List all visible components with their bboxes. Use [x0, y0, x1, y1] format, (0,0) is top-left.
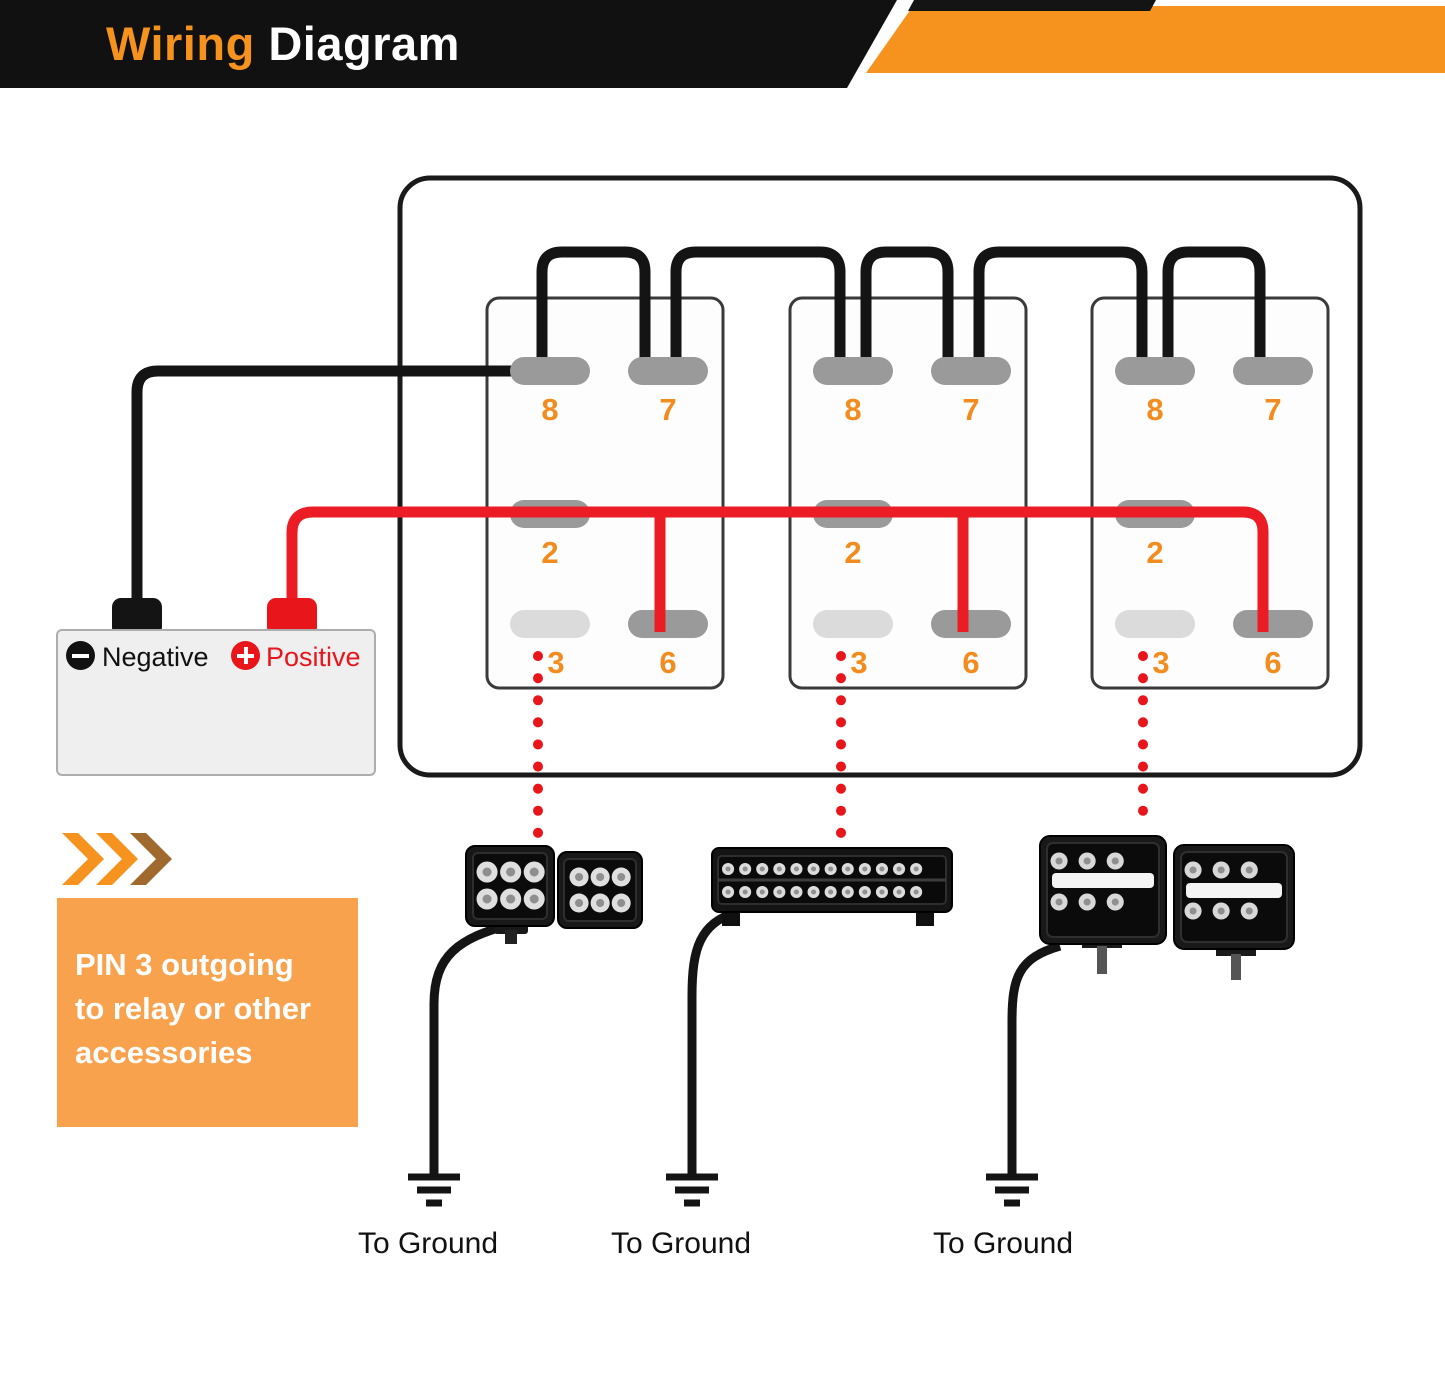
pin3-dotted-lines [533, 651, 1148, 847]
pin-label-s1-8: 8 [541, 392, 559, 427]
battery [56, 598, 376, 776]
header-orange-stripe [866, 6, 1445, 73]
ground-label-1: To Ground [357, 1227, 499, 1260]
ground-icon-3 [986, 1173, 1038, 1207]
ground-wire-1 [429, 919, 514, 1174]
battery-positive-label: Positive [266, 642, 361, 672]
ground-icon-1 [408, 1173, 460, 1207]
chevron-1 [62, 833, 104, 885]
pin-s1-6 [628, 610, 708, 638]
pin-s3-3 [1115, 610, 1195, 638]
pin-s2-6 [931, 610, 1011, 638]
battery-negative-terminal [112, 598, 162, 636]
note-line-3: accessories [75, 1035, 253, 1070]
wire-loop-s2-to-s3 [973, 246, 1148, 370]
pin-label-s2-8: 8 [844, 392, 862, 427]
battery-positive-terminal [267, 598, 317, 636]
wire-loop-s1-8-7 [536, 246, 651, 370]
wire-loop-s1-to-s2 [670, 246, 846, 370]
ground-label-3: To Ground [932, 1227, 1074, 1260]
pin-label-s3-7: 7 [1264, 392, 1282, 427]
note-line-1: PIN 3 outgoing [75, 947, 294, 982]
ground-wire-2 [687, 907, 738, 1174]
pin-s1-8 [510, 357, 590, 385]
chevrons-icon [62, 833, 172, 885]
ground-label-2: To Ground [610, 1227, 752, 1260]
header-top-strip [908, 0, 1156, 11]
pin-label-s2-6: 6 [962, 645, 980, 680]
pin-s1-7 [628, 357, 708, 385]
page-title-accent: Wiring [106, 17, 255, 70]
switch-boxes [485, 296, 1330, 690]
battery-box [56, 629, 376, 776]
chevron-2 [96, 833, 138, 885]
wire-negative-to-pin8 [131, 365, 565, 616]
plus-icon [231, 641, 260, 670]
pin-s1-3 [510, 610, 590, 638]
pin-label-s2-2: 2 [844, 535, 862, 570]
ground-wire-3 [1007, 941, 1062, 1174]
ground-wires [429, 907, 1062, 1174]
pin-label-s2-3: 3 [850, 645, 868, 680]
wire-positive-bus [286, 506, 1269, 632]
pin-s3-6 [1233, 610, 1313, 638]
wire-loop-s2-8-7 [860, 246, 954, 370]
wire-loop-s3-8-7 [1162, 246, 1266, 370]
battery-negative-label: Negative [102, 642, 209, 672]
pin3-note-box: PIN 3 outgoing to relay or other accesso… [57, 898, 358, 1127]
pin-s2-8 [813, 357, 893, 385]
led-pods-right [1039, 835, 1295, 980]
red-wires [286, 506, 1269, 632]
header-banner [0, 0, 897, 88]
page-title-rest: Diagram [268, 17, 460, 70]
pin-s2-7 [931, 357, 1011, 385]
ground-symbols [408, 1173, 1038, 1207]
pin-label-s1-3: 3 [547, 645, 565, 680]
pin-label-s3-6: 6 [1264, 645, 1282, 680]
pin-label-s2-7: 7 [962, 392, 980, 427]
black-wires [131, 246, 1266, 616]
pin-label-s3-3: 3 [1152, 645, 1170, 680]
pin-label-s3-8: 8 [1146, 392, 1164, 427]
page-title: Wiring Diagram [106, 16, 460, 71]
ground-icon-2 [666, 1173, 718, 1207]
led-pods-left [465, 845, 643, 944]
minus-icon [66, 641, 95, 670]
pin-label-s1-6: 6 [659, 645, 677, 680]
led-light-bar [711, 847, 953, 926]
pin-s3-8 [1115, 357, 1195, 385]
pin-s2-3 [813, 610, 893, 638]
chevron-3 [130, 833, 172, 885]
note-line-2: to relay or other [75, 991, 311, 1026]
pin-label-s1-2: 2 [541, 535, 559, 570]
pin-label-s3-2: 2 [1146, 535, 1164, 570]
pin-label-s1-7: 7 [659, 392, 677, 427]
pin-s3-7 [1233, 357, 1313, 385]
switch-3-box [1090, 296, 1330, 690]
